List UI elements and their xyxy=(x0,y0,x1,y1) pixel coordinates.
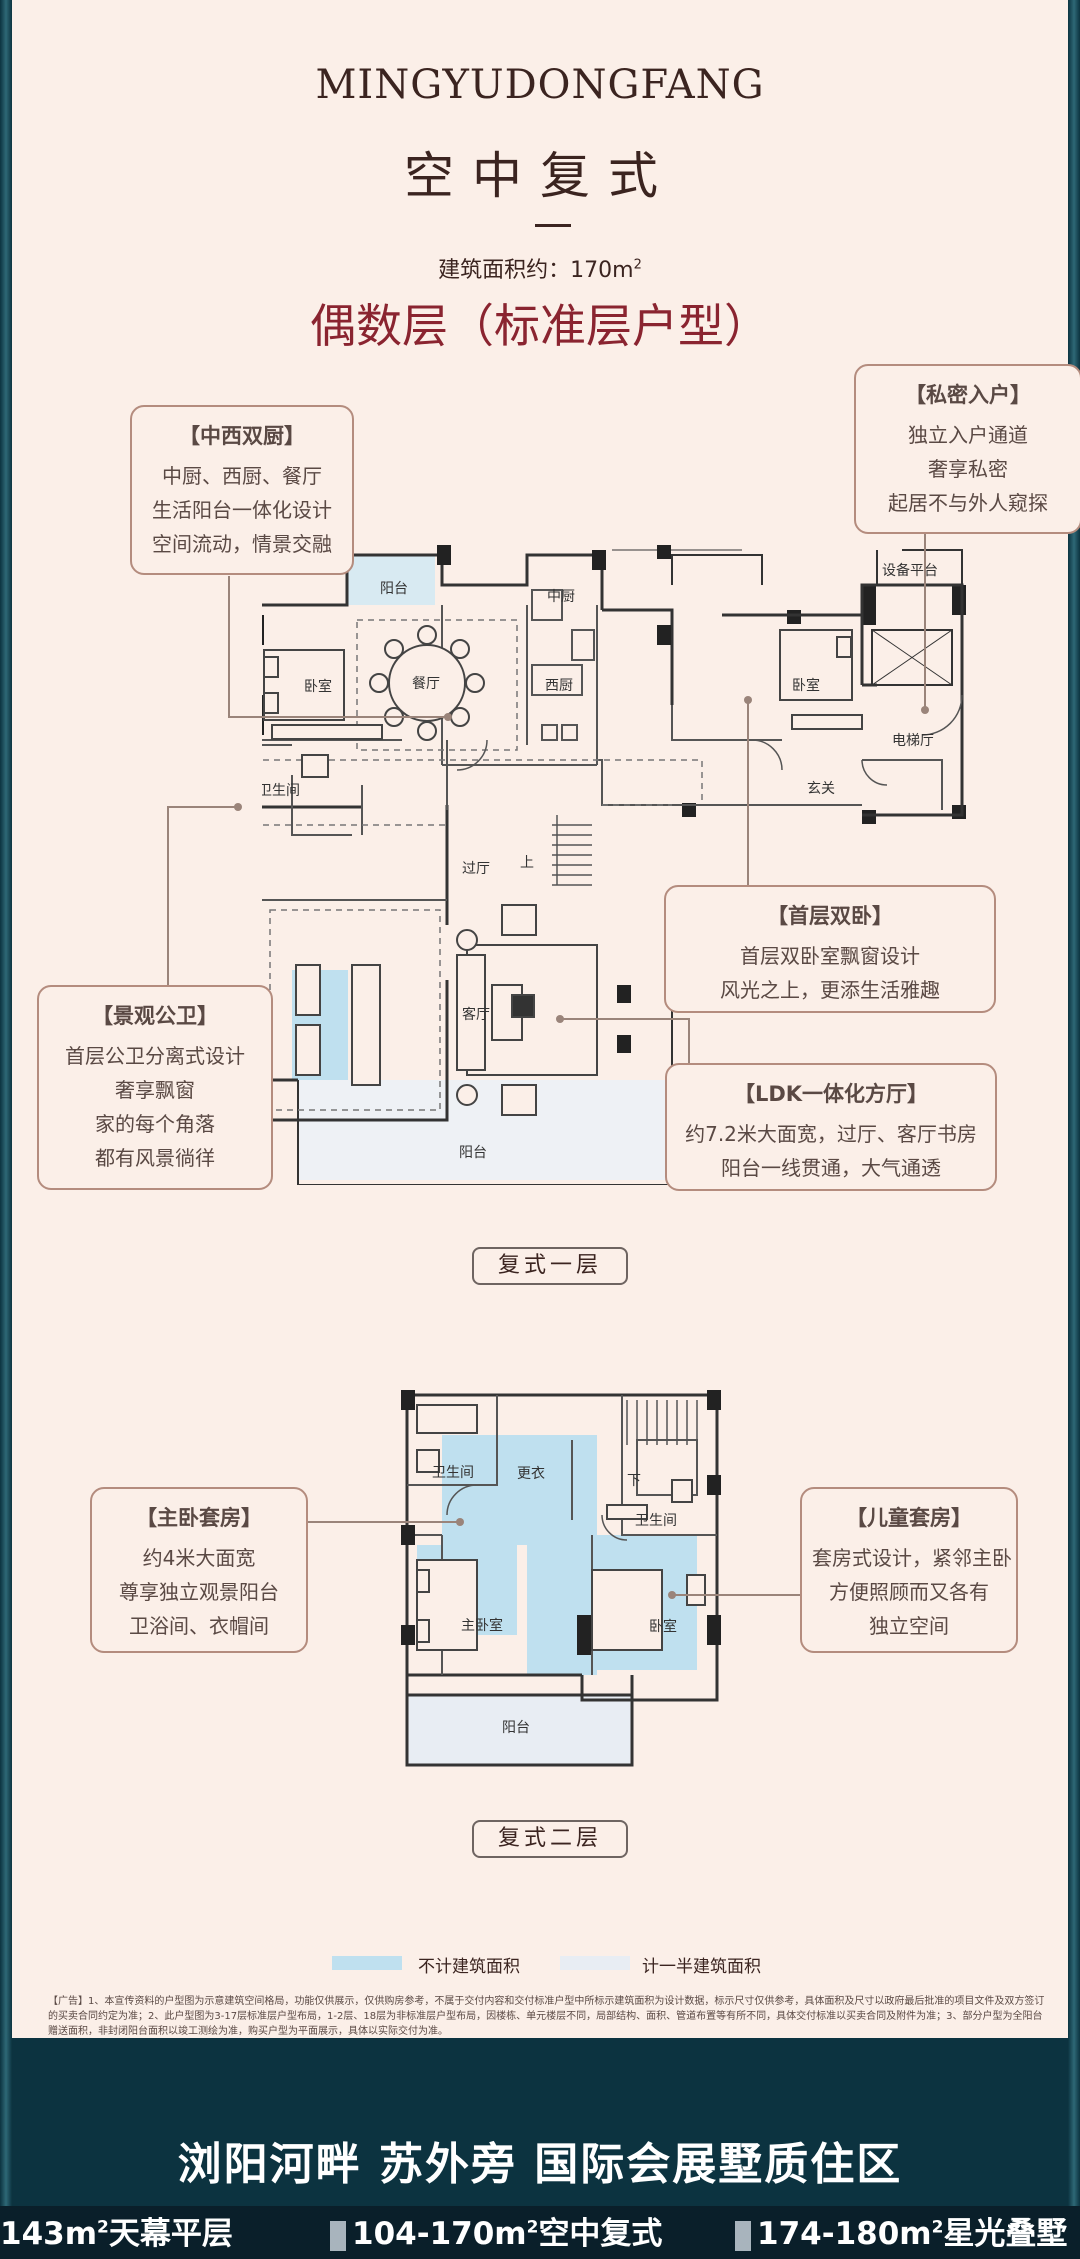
floorplan-sheet: MINGYUDONGFANG 空中复式 建筑面积约：170m2 偶数层（标准层户… xyxy=(12,0,1080,2038)
plan-subtitle: 偶数层（标准层户型） xyxy=(310,299,770,353)
connector-master-dot xyxy=(456,1518,464,1526)
room-label-balcony-top: 阳台 xyxy=(380,581,408,597)
room-label-elevator-hall: 电梯厅 xyxy=(892,733,934,749)
connector-kitchen-h xyxy=(228,716,448,718)
connector-ldk-dot xyxy=(556,1015,564,1023)
callout-ldk: 【LDK一体化方厅】 约7.2米大面宽，过厅、客厅书房 阳台一线贯通，大气通透 xyxy=(665,1063,997,1191)
brand-name: MINGYUDONGFANG xyxy=(315,62,765,108)
callout-master-suite-line: 约4米大面宽 xyxy=(142,1546,256,1570)
callout-private-entry-title: 【私密入户】 xyxy=(905,383,1031,407)
legend-swatch-not-counted xyxy=(332,1956,402,1970)
promo-marker-icon xyxy=(735,2220,751,2251)
connector-bath-dot xyxy=(234,803,242,811)
room-label-closet: 更衣 xyxy=(517,1466,545,1482)
disclaimer-text: 【广告】1、本宣传资料的户型图为示意建筑空间格局，功能仅供展示，仅供购房参考，不… xyxy=(48,1996,1045,2037)
room-label-equipment: 设备平台 xyxy=(882,562,938,579)
room-label-bath-right: 卫生间 xyxy=(635,1513,677,1529)
callout-kitchen: 【中西双厨】 中厨、西厨、餐厅 生活阳台一体化设计 空间流动，情景交融 xyxy=(130,405,354,575)
promo-item: 104-170m2空中复式 xyxy=(330,2208,662,2253)
floor1-plan: 阳台 中厨 设备平台 卧室 餐厅 西厨 卧室 电梯厅 飘窗 卫生间 玄关 过厅 … xyxy=(262,545,966,1185)
callout-kitchen-title: 【中西双厨】 xyxy=(179,424,305,448)
callout-public-bath-line: 奢享飘窗 xyxy=(115,1078,195,1102)
page-title: 空中复式 xyxy=(404,147,676,205)
connector-bath xyxy=(167,806,169,986)
room-label-foyer: 玄关 xyxy=(807,780,835,797)
legend-half-counted: 计一半建筑面积 xyxy=(642,1957,761,1977)
callout-kids-suite: 【儿童套房】 套房式设计，紧邻主卧 方便照顾而又各有 独立空间 xyxy=(800,1487,1018,1653)
callout-master-suite: 【主卧套房】 约4米大面宽 尊享独立观景阳台 卫浴间、衣帽间 xyxy=(90,1487,308,1653)
callout-ldk-line: 约7.2米大面宽，过厅、客厅书房 xyxy=(685,1122,977,1146)
connector-entry xyxy=(924,513,926,708)
callout-private-entry: 【私密入户】 独立入户通道 奢享私密 起居不与外人窥探 xyxy=(854,364,1080,534)
callout-double-bedroom-title: 【首层双卧】 xyxy=(767,904,893,928)
callout-kids-suite-line: 方便照顾而又各有 xyxy=(829,1580,989,1604)
connector-entry-dot xyxy=(921,706,929,714)
callout-kids-suite-title: 【儿童套房】 xyxy=(846,1506,972,1530)
callout-double-bedroom-line: 风光之上，更添生活雅趣 xyxy=(720,978,940,1002)
room-label-dining: 餐厅 xyxy=(412,676,440,692)
room-label-living: 客厅 xyxy=(462,1006,490,1023)
area-text: 建筑面积约：170m2 xyxy=(438,257,642,283)
connector-ldk-v xyxy=(688,1018,690,1064)
connector-master xyxy=(307,1521,459,1523)
floor1-label: 复式一层 xyxy=(472,1247,628,1285)
callout-kitchen-line: 中厨、西厨、餐厅 xyxy=(162,464,322,488)
room-label-corridor: 过厅 xyxy=(462,861,490,877)
room-label-stairs: 上 xyxy=(520,855,534,871)
callout-public-bath-title: 【景观公卫】 xyxy=(92,1004,218,1028)
callout-master-suite-title: 【主卧套房】 xyxy=(136,1506,262,1530)
connector-bath-h xyxy=(167,806,237,808)
connector-kitchen-dot xyxy=(444,713,452,721)
callout-ldk-line: 阳台一线贯通，大气通透 xyxy=(721,1156,941,1180)
room-label-stairs-down: 下 xyxy=(627,1473,641,1489)
callout-kids-suite-line: 套房式设计，紧邻主卧 xyxy=(812,1546,1012,1570)
room-label-master-bedroom: 主卧室 xyxy=(461,1617,503,1634)
callout-private-entry-line: 奢享私密 xyxy=(928,457,1008,481)
callout-ldk-title: 【LDK一体化方厅】 xyxy=(733,1082,929,1106)
connector-ldk xyxy=(560,1018,690,1020)
connector-kids xyxy=(672,1594,812,1596)
room-label-bath-left: 卫生间 xyxy=(432,1465,474,1481)
callout-double-bedroom-line: 首层双卧室飘窗设计 xyxy=(740,944,920,968)
callout-public-bath-line: 都有风景徜徉 xyxy=(95,1146,215,1170)
room-label-bedroom-right: 卧室 xyxy=(792,677,820,694)
callout-private-entry-line: 起居不与外人窥探 xyxy=(888,491,1048,515)
callout-public-bath: 【景观公卫】 首层公卫分离式设计 奢享飘窗 家的每个角落 都有风景徜徉 xyxy=(37,985,273,1190)
callout-public-bath-line: 首层公卫分离式设计 xyxy=(65,1044,245,1068)
callout-private-entry-line: 独立入户通道 xyxy=(908,423,1028,447)
room-label-bath: 卫生间 xyxy=(262,783,300,799)
room-label-western-kitchen: 西厨 xyxy=(545,678,573,694)
floor2-plan: 卫生间 更衣 下 卫生间 主卧室 卧室 阳台 xyxy=(401,1390,721,1767)
connector-kids-dot xyxy=(668,1591,676,1599)
callout-master-suite-line: 尊享独立观景阳台 xyxy=(119,1580,279,1604)
room-label-balcony: 阳台 xyxy=(502,1720,530,1736)
promo-item: 174-180m2星光叠墅 xyxy=(735,2208,1067,2253)
slogan: 浏阳河畔 苏外旁 国际会展墅质住区 xyxy=(177,2139,903,2190)
callout-kitchen-line: 空间流动，情景交融 xyxy=(152,532,332,556)
room-label-bedroom: 卧室 xyxy=(649,1618,677,1635)
promo-item: 143m2天幕平层 xyxy=(0,2216,233,2252)
callout-kids-suite-line: 独立空间 xyxy=(869,1614,949,1638)
promo-bar xyxy=(0,2206,1080,2259)
title-divider xyxy=(535,224,571,227)
floor2-label: 复式二层 xyxy=(472,1820,628,1858)
legend-not-counted: 不计建筑面积 xyxy=(418,1957,520,1977)
legend-swatch-half-counted xyxy=(560,1956,630,1970)
callout-kitchen-line: 生活阳台一体化设计 xyxy=(152,498,332,522)
connector-double-bed-dot xyxy=(744,696,752,704)
room-label-balcony-bottom: 阳台 xyxy=(459,1145,487,1161)
room-label-bedroom-left: 卧室 xyxy=(304,678,332,695)
promo-marker-icon xyxy=(330,2220,346,2251)
connector-kitchen xyxy=(228,576,230,718)
callout-public-bath-line: 家的每个角落 xyxy=(95,1112,215,1136)
callout-double-bedroom: 【首层双卧】 首层双卧室飘窗设计 风光之上，更添生活雅趣 xyxy=(664,885,996,1013)
callout-master-suite-line: 卫浴间、衣帽间 xyxy=(129,1614,269,1638)
room-label-chinese-kitchen: 中厨 xyxy=(547,589,575,605)
connector-double-bed xyxy=(747,700,749,886)
